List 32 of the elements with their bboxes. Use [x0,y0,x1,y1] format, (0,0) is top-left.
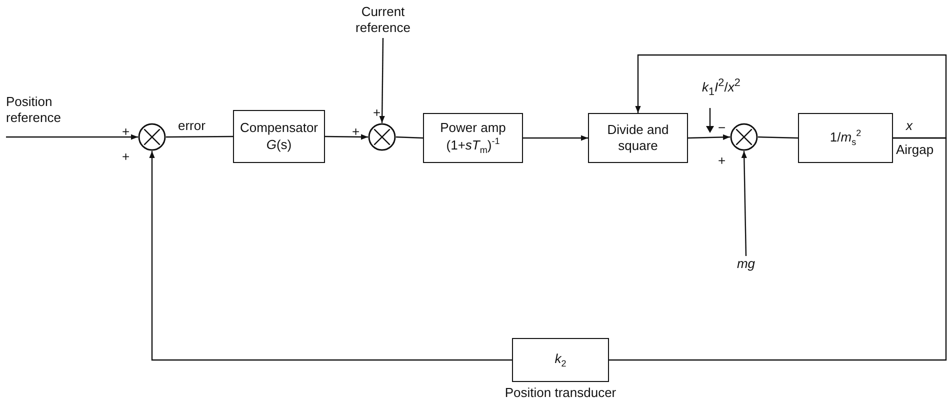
signal-line [741,150,747,256]
signal-line [325,134,368,140]
summing-junction [368,123,396,151]
signal-line [166,136,233,138]
signal-line [379,38,385,123]
sign-label: + [373,106,381,119]
sign-label: + [718,154,726,167]
transfer-block: Compensator G(s) [233,110,325,163]
signal-label: mg [734,256,758,274]
signal-label: x [906,119,912,132]
signal-line [758,136,798,139]
summing-junction [138,123,166,151]
sign-label: + [352,125,360,138]
signal-label: Position reference [6,94,80,126]
edge-label: k$_{1}$I$^{2}$/x$^{2}$ [702,78,740,98]
sign-label: − [718,121,726,134]
signal-line [688,134,730,140]
transfer-block: Divide and square [588,113,688,163]
summing-junction [730,123,758,151]
signal-line [149,151,512,361]
signal-line [609,137,947,361]
signal-label: Airgap [896,143,934,156]
signal-line [635,54,947,139]
transfer-block: k$_{2}$ [512,338,609,382]
signal-line [523,135,588,141]
signal-label: Current reference [352,4,414,38]
sign-label: + [122,125,130,138]
signal-line [396,136,424,139]
sign-label: + [122,150,130,163]
block-caption: Position transducer [504,385,618,401]
signal-line [6,134,138,140]
transfer-block: Power amp (1+sT$_{m}$)$^{-1}$ [423,113,523,163]
